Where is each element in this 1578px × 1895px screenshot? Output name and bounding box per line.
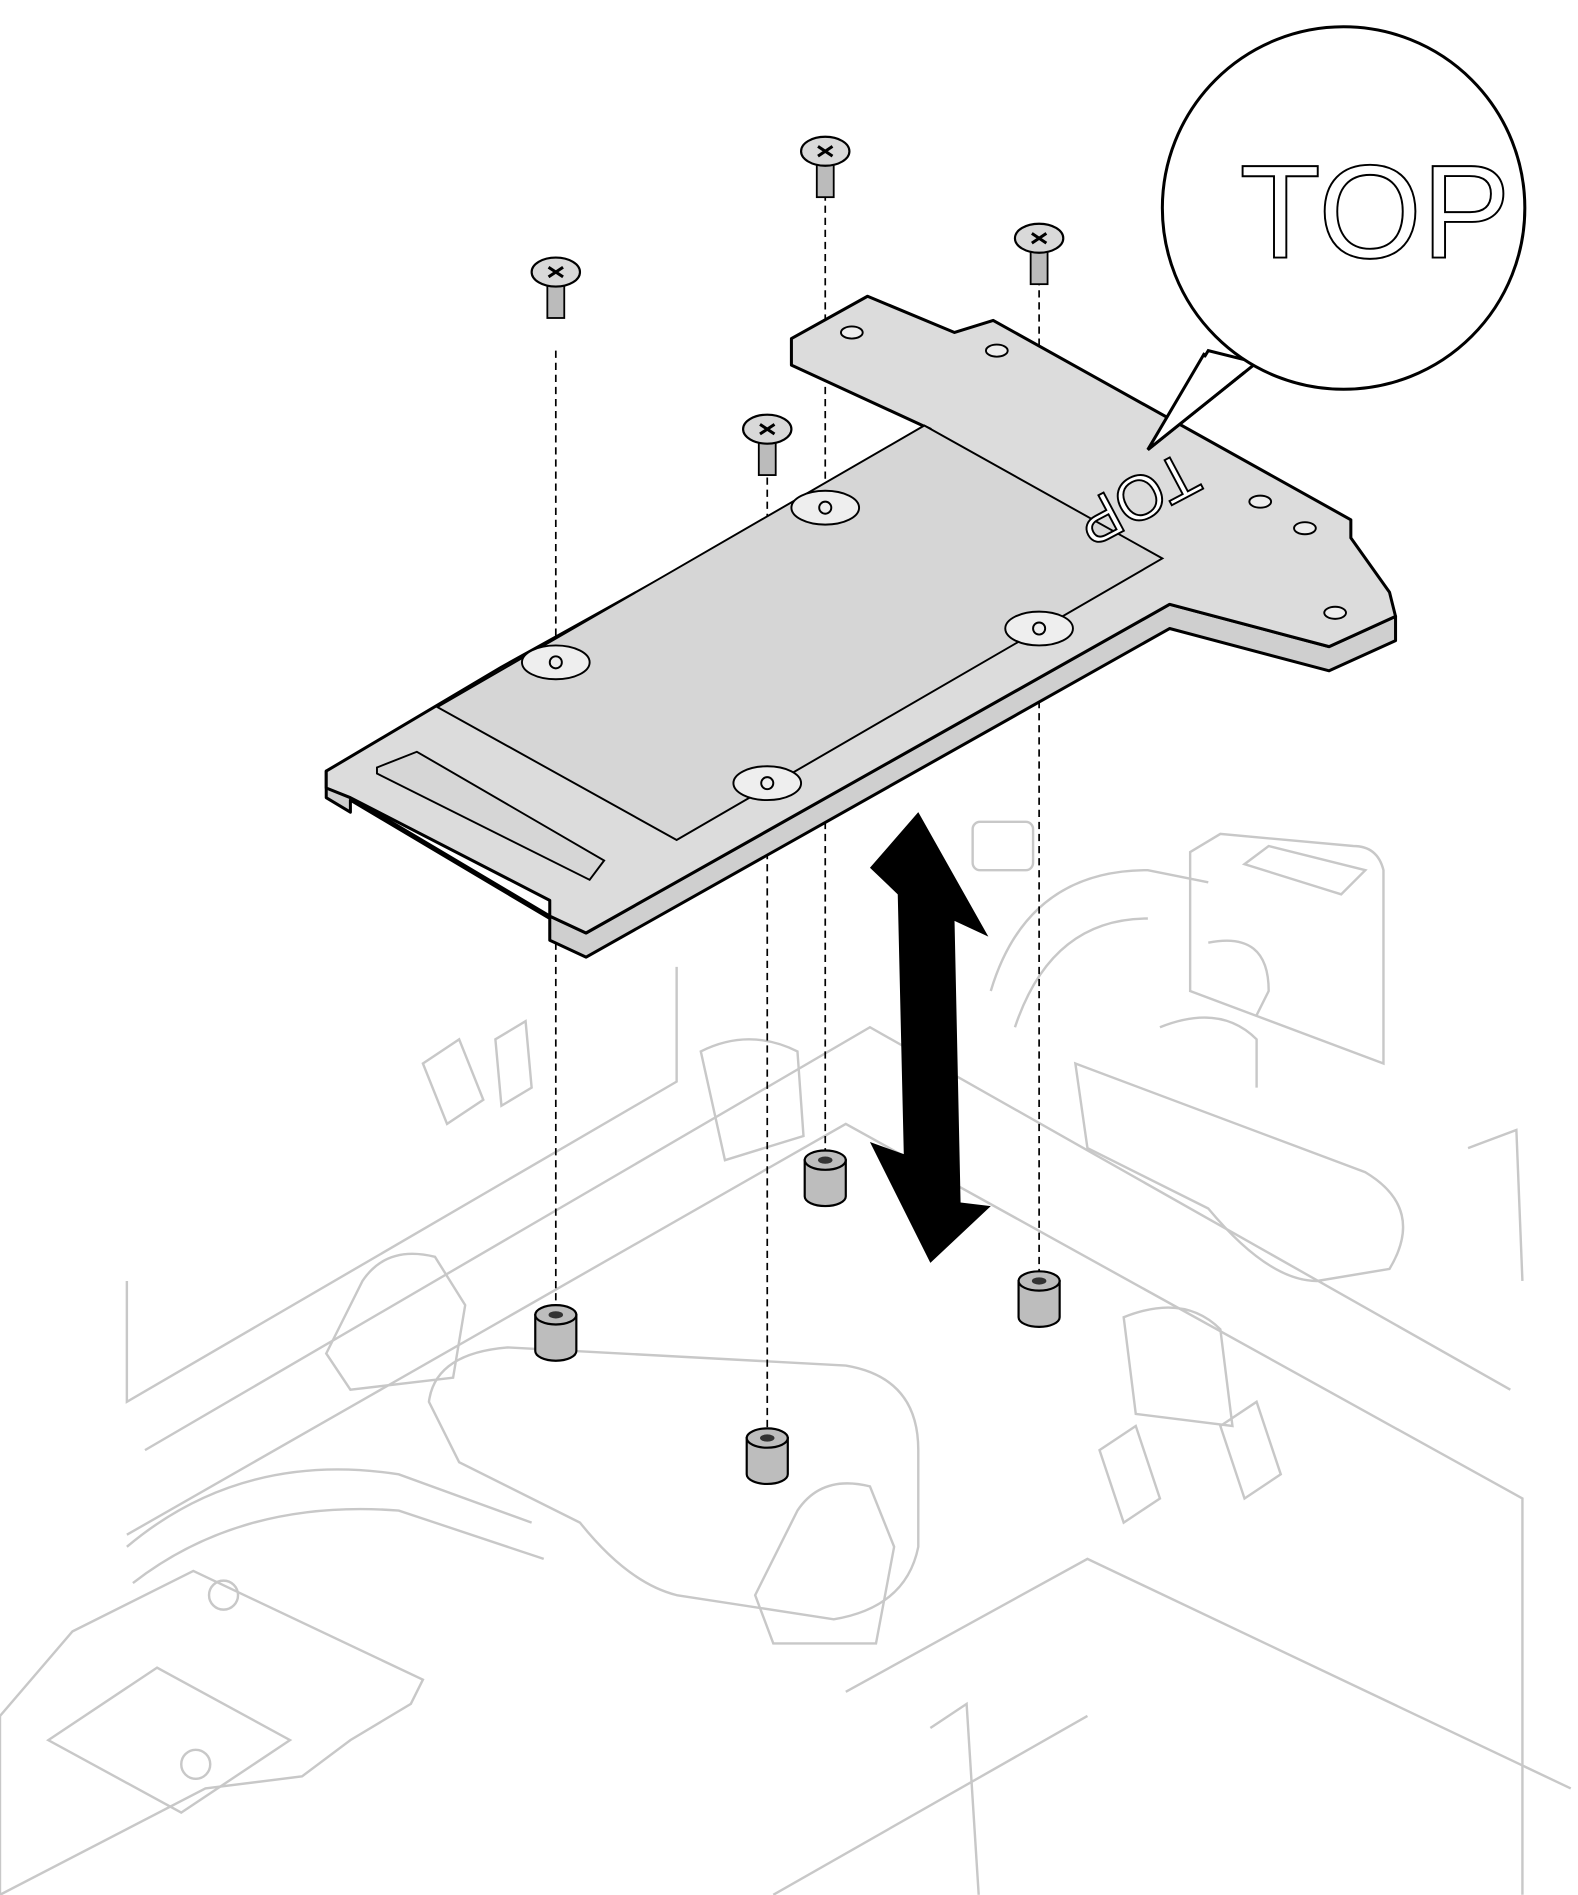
background-assembly [0, 820, 1572, 1895]
screw[interactable] [530, 256, 582, 319]
standoffs [534, 1149, 1061, 1486]
standoff [1017, 1270, 1061, 1328]
phillips-icon [547, 265, 564, 279]
phillips-icon [817, 145, 834, 158]
screw[interactable] [1013, 222, 1065, 286]
phillips-icon [1031, 232, 1048, 245]
screw[interactable] [741, 413, 793, 476]
top-callout: TOP [1146, 25, 1527, 451]
standoff [534, 1304, 578, 1362]
bracket-plate[interactable]: TOP [324, 294, 1398, 959]
callout-top-label: TOP [1240, 139, 1511, 287]
up-down-arrow-icon [869, 812, 991, 1263]
screw[interactable] [799, 135, 851, 199]
screws [530, 135, 1065, 476]
standoff [745, 1427, 789, 1486]
standoff [803, 1149, 847, 1208]
phillips-icon [759, 423, 776, 436]
